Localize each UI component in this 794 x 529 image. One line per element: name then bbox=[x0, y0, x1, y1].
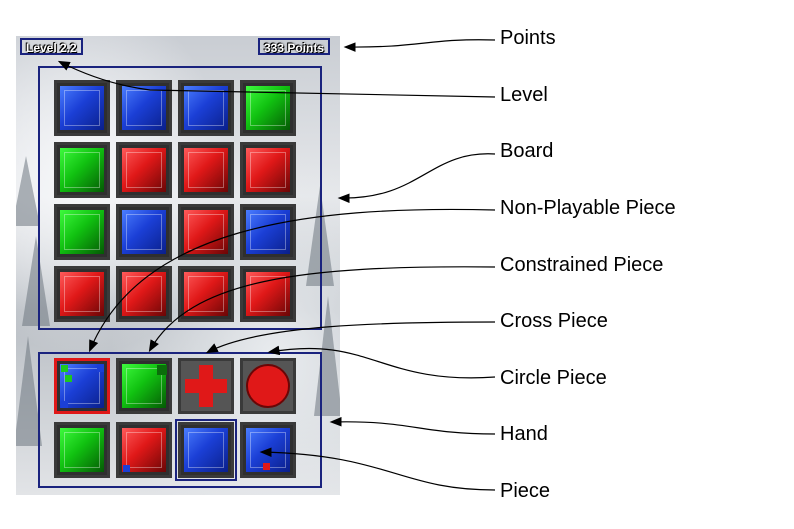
red-piece-face bbox=[60, 272, 104, 316]
blue-piece-face bbox=[184, 428, 228, 472]
blue-piece-face bbox=[122, 86, 166, 130]
cross-piece[interactable] bbox=[178, 358, 234, 414]
constraint-corner bbox=[157, 365, 167, 375]
cross-icon bbox=[185, 365, 227, 407]
board-piece-blue[interactable] bbox=[240, 204, 296, 260]
piece-arrow bbox=[259, 447, 496, 491]
green-piece-face bbox=[60, 210, 104, 254]
mini-square bbox=[263, 463, 270, 470]
board-arrow bbox=[337, 153, 496, 204]
hand-arrow bbox=[329, 416, 496, 435]
snow-tree bbox=[16, 336, 42, 446]
circle-arrow bbox=[267, 345, 496, 379]
level-label: Level bbox=[500, 84, 548, 106]
mini-square bbox=[61, 401, 68, 408]
mini-square bbox=[123, 465, 130, 472]
red-piece-face bbox=[246, 148, 290, 192]
board-piece-red[interactable] bbox=[178, 204, 234, 260]
board-label: Board bbox=[500, 140, 554, 162]
circle-icon bbox=[246, 364, 290, 408]
cross-label: Cross Piece bbox=[500, 310, 608, 332]
constrained-label: Constrained Piece bbox=[500, 254, 664, 276]
board-piece-red[interactable] bbox=[240, 266, 296, 322]
level-arrow bbox=[57, 60, 496, 98]
snow-tree bbox=[16, 156, 40, 226]
circle-label: Circle Piece bbox=[500, 367, 607, 389]
mini-square bbox=[61, 365, 68, 372]
red-piece-face bbox=[184, 210, 228, 254]
points-indicator: 333 Points bbox=[257, 38, 330, 55]
red-piece-face bbox=[184, 148, 228, 192]
snow-tree bbox=[22, 236, 50, 326]
red-piece-face bbox=[122, 428, 166, 472]
green-piece-face bbox=[246, 86, 290, 130]
board-piece-red[interactable] bbox=[116, 266, 172, 322]
green-piece-face bbox=[60, 428, 104, 472]
board-frame bbox=[38, 66, 322, 330]
points-arrow bbox=[343, 39, 496, 52]
blue-piece-face bbox=[60, 86, 104, 130]
non-playable-piece[interactable] bbox=[54, 358, 110, 414]
board-piece-blue[interactable] bbox=[54, 80, 110, 136]
red-piece-face bbox=[246, 272, 290, 316]
board-piece-green[interactable] bbox=[54, 142, 110, 198]
board-piece-green[interactable] bbox=[240, 80, 296, 136]
mini-square bbox=[97, 365, 104, 372]
board-piece-green[interactable] bbox=[54, 204, 110, 260]
board-piece-red[interactable] bbox=[240, 142, 296, 198]
red-piece-face bbox=[122, 148, 166, 192]
board-piece-blue[interactable] bbox=[116, 204, 172, 260]
blue-piece-face bbox=[246, 210, 290, 254]
level-indicator: Level 2.2 bbox=[20, 38, 83, 55]
board-piece-red[interactable] bbox=[178, 142, 234, 198]
mini-square bbox=[65, 375, 72, 382]
board-piece-blue[interactable] bbox=[178, 80, 234, 136]
non-playable-arrow bbox=[89, 208, 496, 353]
points-label: Points bbox=[500, 27, 556, 49]
cross-arrow bbox=[205, 321, 496, 354]
piece-label: Piece bbox=[500, 480, 551, 502]
snow-tree bbox=[314, 296, 340, 416]
constrained-arrow bbox=[148, 266, 496, 353]
hand-piece-green[interactable] bbox=[54, 422, 110, 478]
circle-piece[interactable] bbox=[240, 358, 296, 414]
green-piece-face bbox=[60, 148, 104, 192]
blue-piece-face bbox=[122, 210, 166, 254]
board-piece-red[interactable] bbox=[116, 142, 172, 198]
non-playable-label: Non-Playable Piece bbox=[500, 197, 676, 219]
hand-frame bbox=[38, 352, 322, 488]
game-screen: Level 2.2 333 Points bbox=[16, 36, 340, 495]
constrained-piece[interactable] bbox=[116, 358, 172, 414]
hand-piece-blue[interactable] bbox=[175, 419, 237, 481]
hand-label: Hand bbox=[500, 423, 548, 445]
blue-piece-face bbox=[184, 86, 228, 130]
board-piece-red[interactable] bbox=[54, 266, 110, 322]
hand-piece-red[interactable] bbox=[116, 422, 172, 478]
